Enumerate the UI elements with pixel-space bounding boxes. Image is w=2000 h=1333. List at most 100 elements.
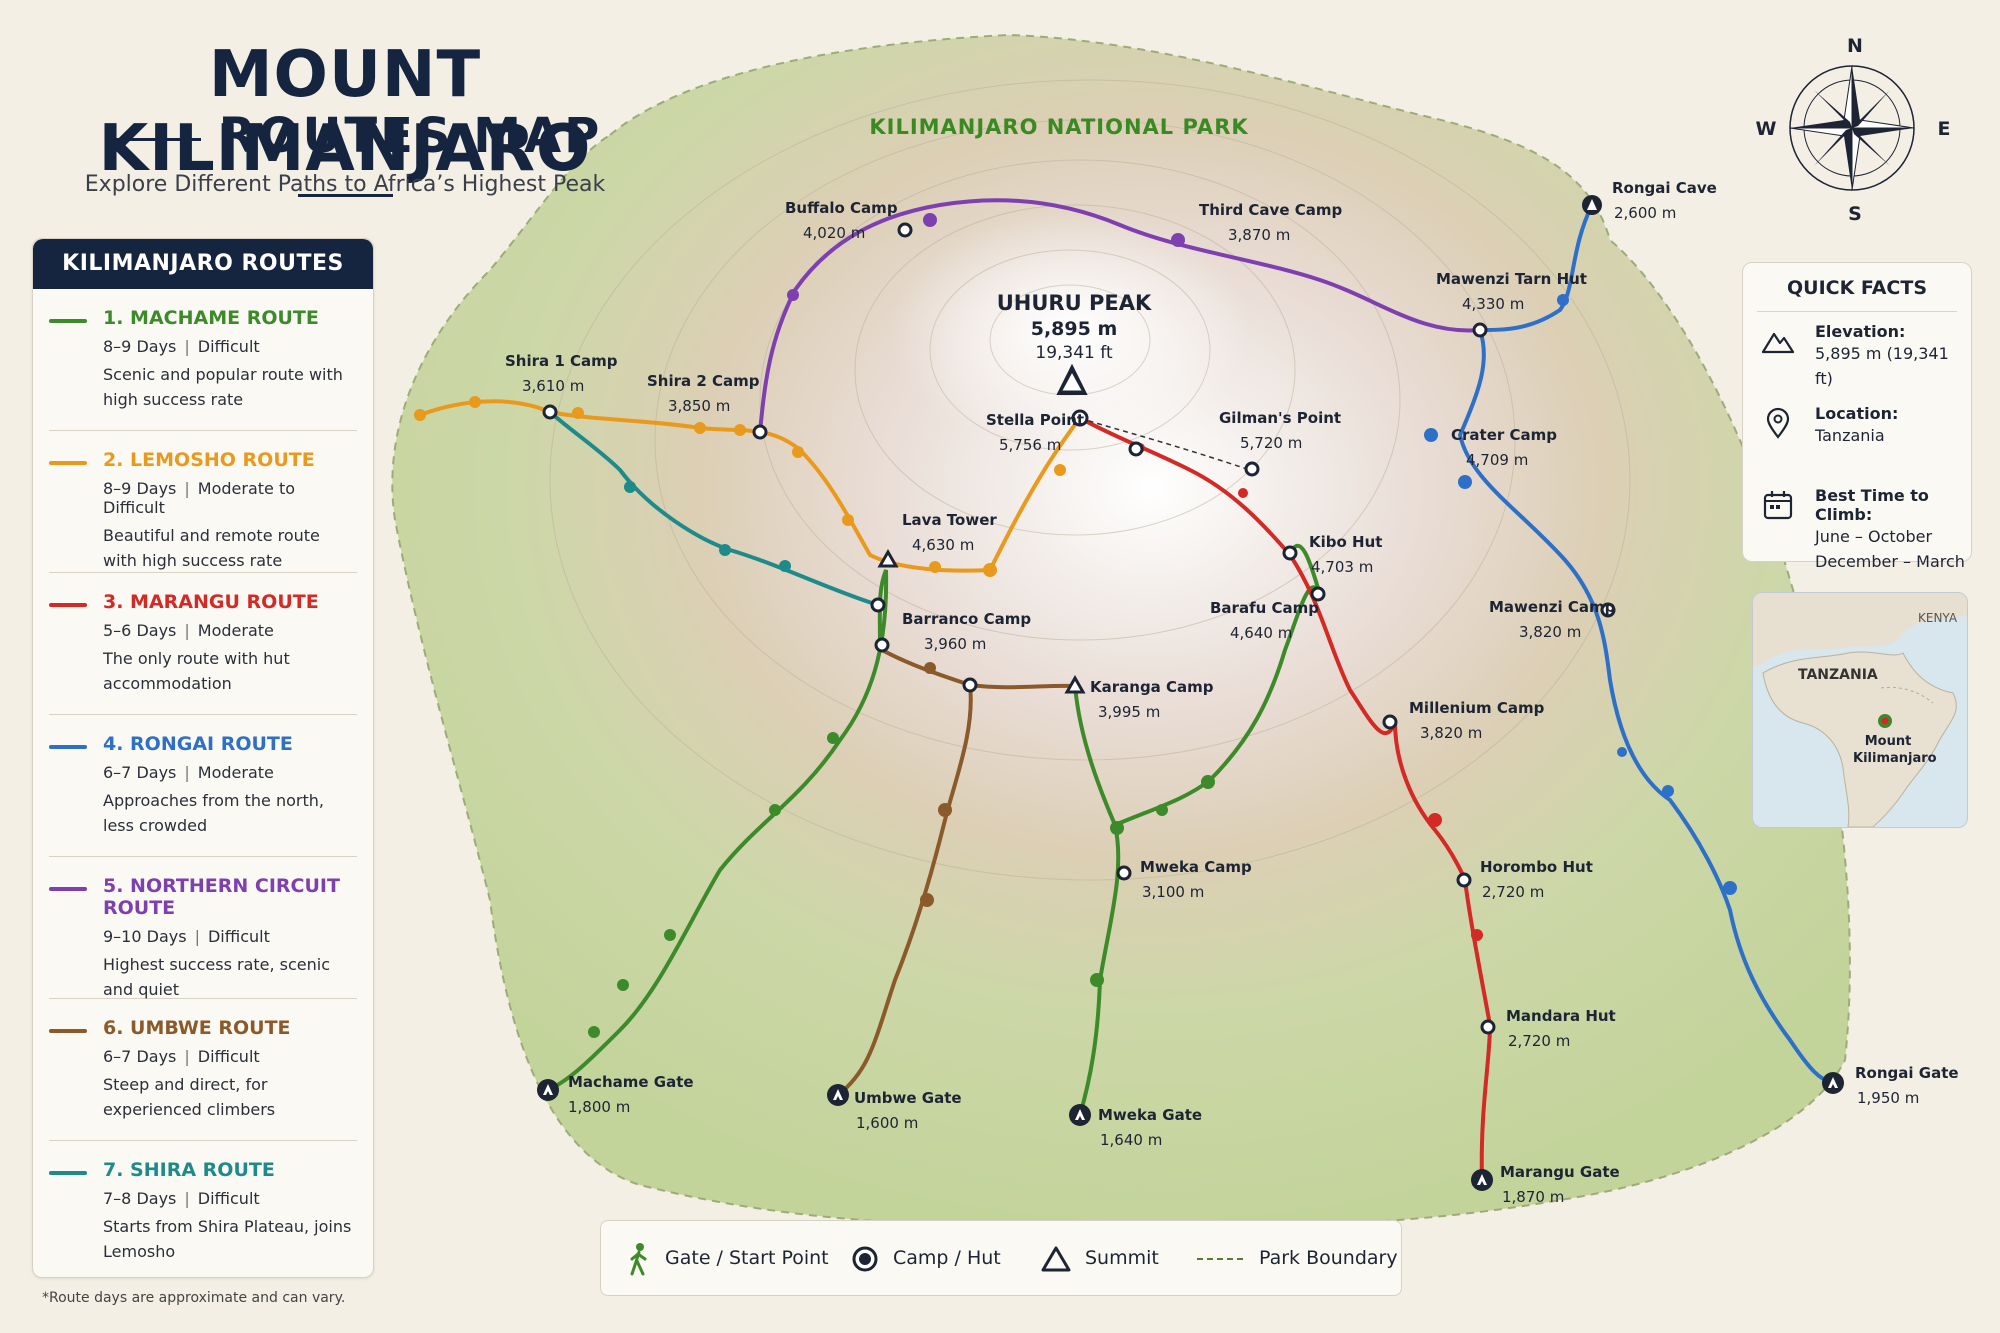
svg-text:1,800 m: 1,800 m [568, 1098, 630, 1116]
svg-text:3,610 m: 3,610 m [522, 377, 584, 395]
route-color-swatch [49, 319, 87, 323]
svg-text:Buffalo Camp: Buffalo Camp [785, 199, 898, 217]
svg-text:2,600 m: 2,600 m [1614, 204, 1676, 222]
quick-facts-heading: QUICK FACTS [1757, 277, 1957, 312]
svg-text:Stella Point: Stella Point [986, 411, 1084, 429]
route-color-swatch [49, 887, 87, 891]
inset-label-tanzania: TANZANIA [1798, 667, 1878, 683]
svg-text:Horombo Hut: Horombo Hut [1480, 858, 1593, 876]
summit-elev-m: 5,895 m [1031, 318, 1118, 340]
page-tagline: Explore Different Paths to Africa’s High… [84, 172, 606, 197]
svg-text:2,720 m: 2,720 m [1482, 883, 1544, 901]
svg-text:Kibo Hut: Kibo Hut [1309, 533, 1382, 551]
svg-text:1,870 m: 1,870 m [1502, 1188, 1564, 1206]
camp-millenium [1382, 714, 1398, 730]
summit-elev-ft: 19,341 ft [1035, 343, 1113, 363]
summit-name: UHURU PEAK [997, 291, 1152, 315]
route-name: 7. SHIRA ROUTE [103, 1159, 275, 1181]
route-color-swatch [49, 1171, 87, 1175]
svg-text:Crater Camp: Crater Camp [1451, 426, 1557, 444]
camp-gilman-2 [1244, 461, 1260, 477]
camp-kibo-hut [1282, 545, 1298, 561]
camp-lava-junction [870, 597, 886, 613]
camp-mawenzi-tarn [1472, 322, 1488, 338]
inset-label-kenya: KENYA [1918, 611, 1958, 625]
svg-text:Mweka Gate: Mweka Gate [1098, 1106, 1202, 1124]
fact-elevation: Elevation: 5,895 m (19,341 ft) [1743, 322, 1971, 394]
svg-text:Marangu Gate: Marangu Gate [1500, 1163, 1620, 1181]
svg-text:Machame Gate: Machame Gate [568, 1073, 694, 1091]
legend-camp: Camp / Hut [851, 1221, 1001, 1295]
svg-text:3,870 m: 3,870 m [1228, 226, 1290, 244]
camp-barranco [874, 637, 890, 653]
svg-text:Rongai Cave: Rongai Cave [1612, 179, 1717, 197]
compass-rose-icon [1789, 65, 1915, 191]
route-name: 5. NORTHERN CIRCUIT ROUTE [103, 875, 340, 919]
crater-rim [1079, 417, 1251, 471]
route-mweka [1073, 585, 1322, 1116]
svg-text:1,950 m: 1,950 m [1857, 1089, 1919, 1107]
route-description: The only route with hut accommodation [103, 649, 290, 693]
route-meta: 5–6 Days|Moderate [103, 621, 274, 640]
compass-e: E [1938, 118, 1951, 140]
page-subtitle-main: ROUTES MAP [40, 108, 650, 220]
camp-mweka [1116, 865, 1132, 881]
svg-text:Barranco Camp: Barranco Camp [902, 610, 1031, 628]
summit-triangle-icon [1041, 1246, 1071, 1271]
svg-text:1,640 m: 1,640 m [1100, 1131, 1162, 1149]
camp-mandara [1480, 1019, 1496, 1035]
hiker-icon [630, 1242, 647, 1275]
svg-text:Mawenzi Camp: Mawenzi Camp [1489, 598, 1616, 616]
svg-text:Mawenzi Tarn Hut: Mawenzi Tarn Hut [1436, 270, 1587, 288]
svg-text:Shira 1 Camp: Shira 1 Camp [505, 352, 618, 370]
summit-triangle-icon [1057, 366, 1087, 394]
camp-buffalo [897, 222, 913, 238]
svg-text:3,995 m: 3,995 m [1098, 703, 1160, 721]
fact-best-time: Best Time to Climb: June – October Decem… [1743, 486, 1971, 571]
svg-text:3,960 m: 3,960 m [924, 635, 986, 653]
svg-text:Shira 2 Camp: Shira 2 Camp [647, 372, 760, 390]
map-legend: Gate / Start Point Camp / Hut Summit Par… [600, 1220, 1402, 1296]
route-description: Approaches from the north, less crowded [103, 791, 324, 835]
compass-w: W [1756, 118, 1777, 140]
label-mweka-gate: Mweka Gate 1,640 m [1098, 1106, 1202, 1149]
mountain-icon [1761, 332, 1795, 354]
label-crater-camp: Crater Camp 4,709 m [1451, 426, 1557, 469]
route-color-swatch [49, 603, 87, 607]
svg-text:1,600 m: 1,600 m [856, 1114, 918, 1132]
footnote: *Route days are approximate and can vary… [42, 1290, 346, 1306]
park-label: KILIMANJARO NATIONAL PARK [869, 115, 1248, 139]
svg-text:2,720 m: 2,720 m [1508, 1032, 1570, 1050]
route-meta: 8–9 Days|Moderate to Difficult [103, 479, 296, 517]
svg-text:4,709 m: 4,709 m [1466, 451, 1528, 469]
route-meta: 9–10 Days|Difficult [103, 927, 270, 946]
label-rongai-cave: Rongai Cave 2,600 m [1612, 179, 1717, 222]
route-meta: 6–7 Days|Difficult [103, 1047, 260, 1066]
route-meta: 8–9 Days|Difficult [103, 337, 260, 356]
fact-location: Location: Tanzania [1743, 404, 1971, 476]
label-marangu-gate: Marangu Gate 1,870 m [1500, 1163, 1620, 1206]
route-meta: 6–7 Days|Moderate [103, 763, 274, 782]
svg-text:Barafu Camp: Barafu Camp [1210, 599, 1319, 617]
label-shira-1-camp: Shira 1 Camp 3,610 m [505, 352, 618, 395]
svg-text:5,720 m: 5,720 m [1240, 434, 1302, 452]
svg-text:3,820 m: 3,820 m [1420, 724, 1482, 742]
